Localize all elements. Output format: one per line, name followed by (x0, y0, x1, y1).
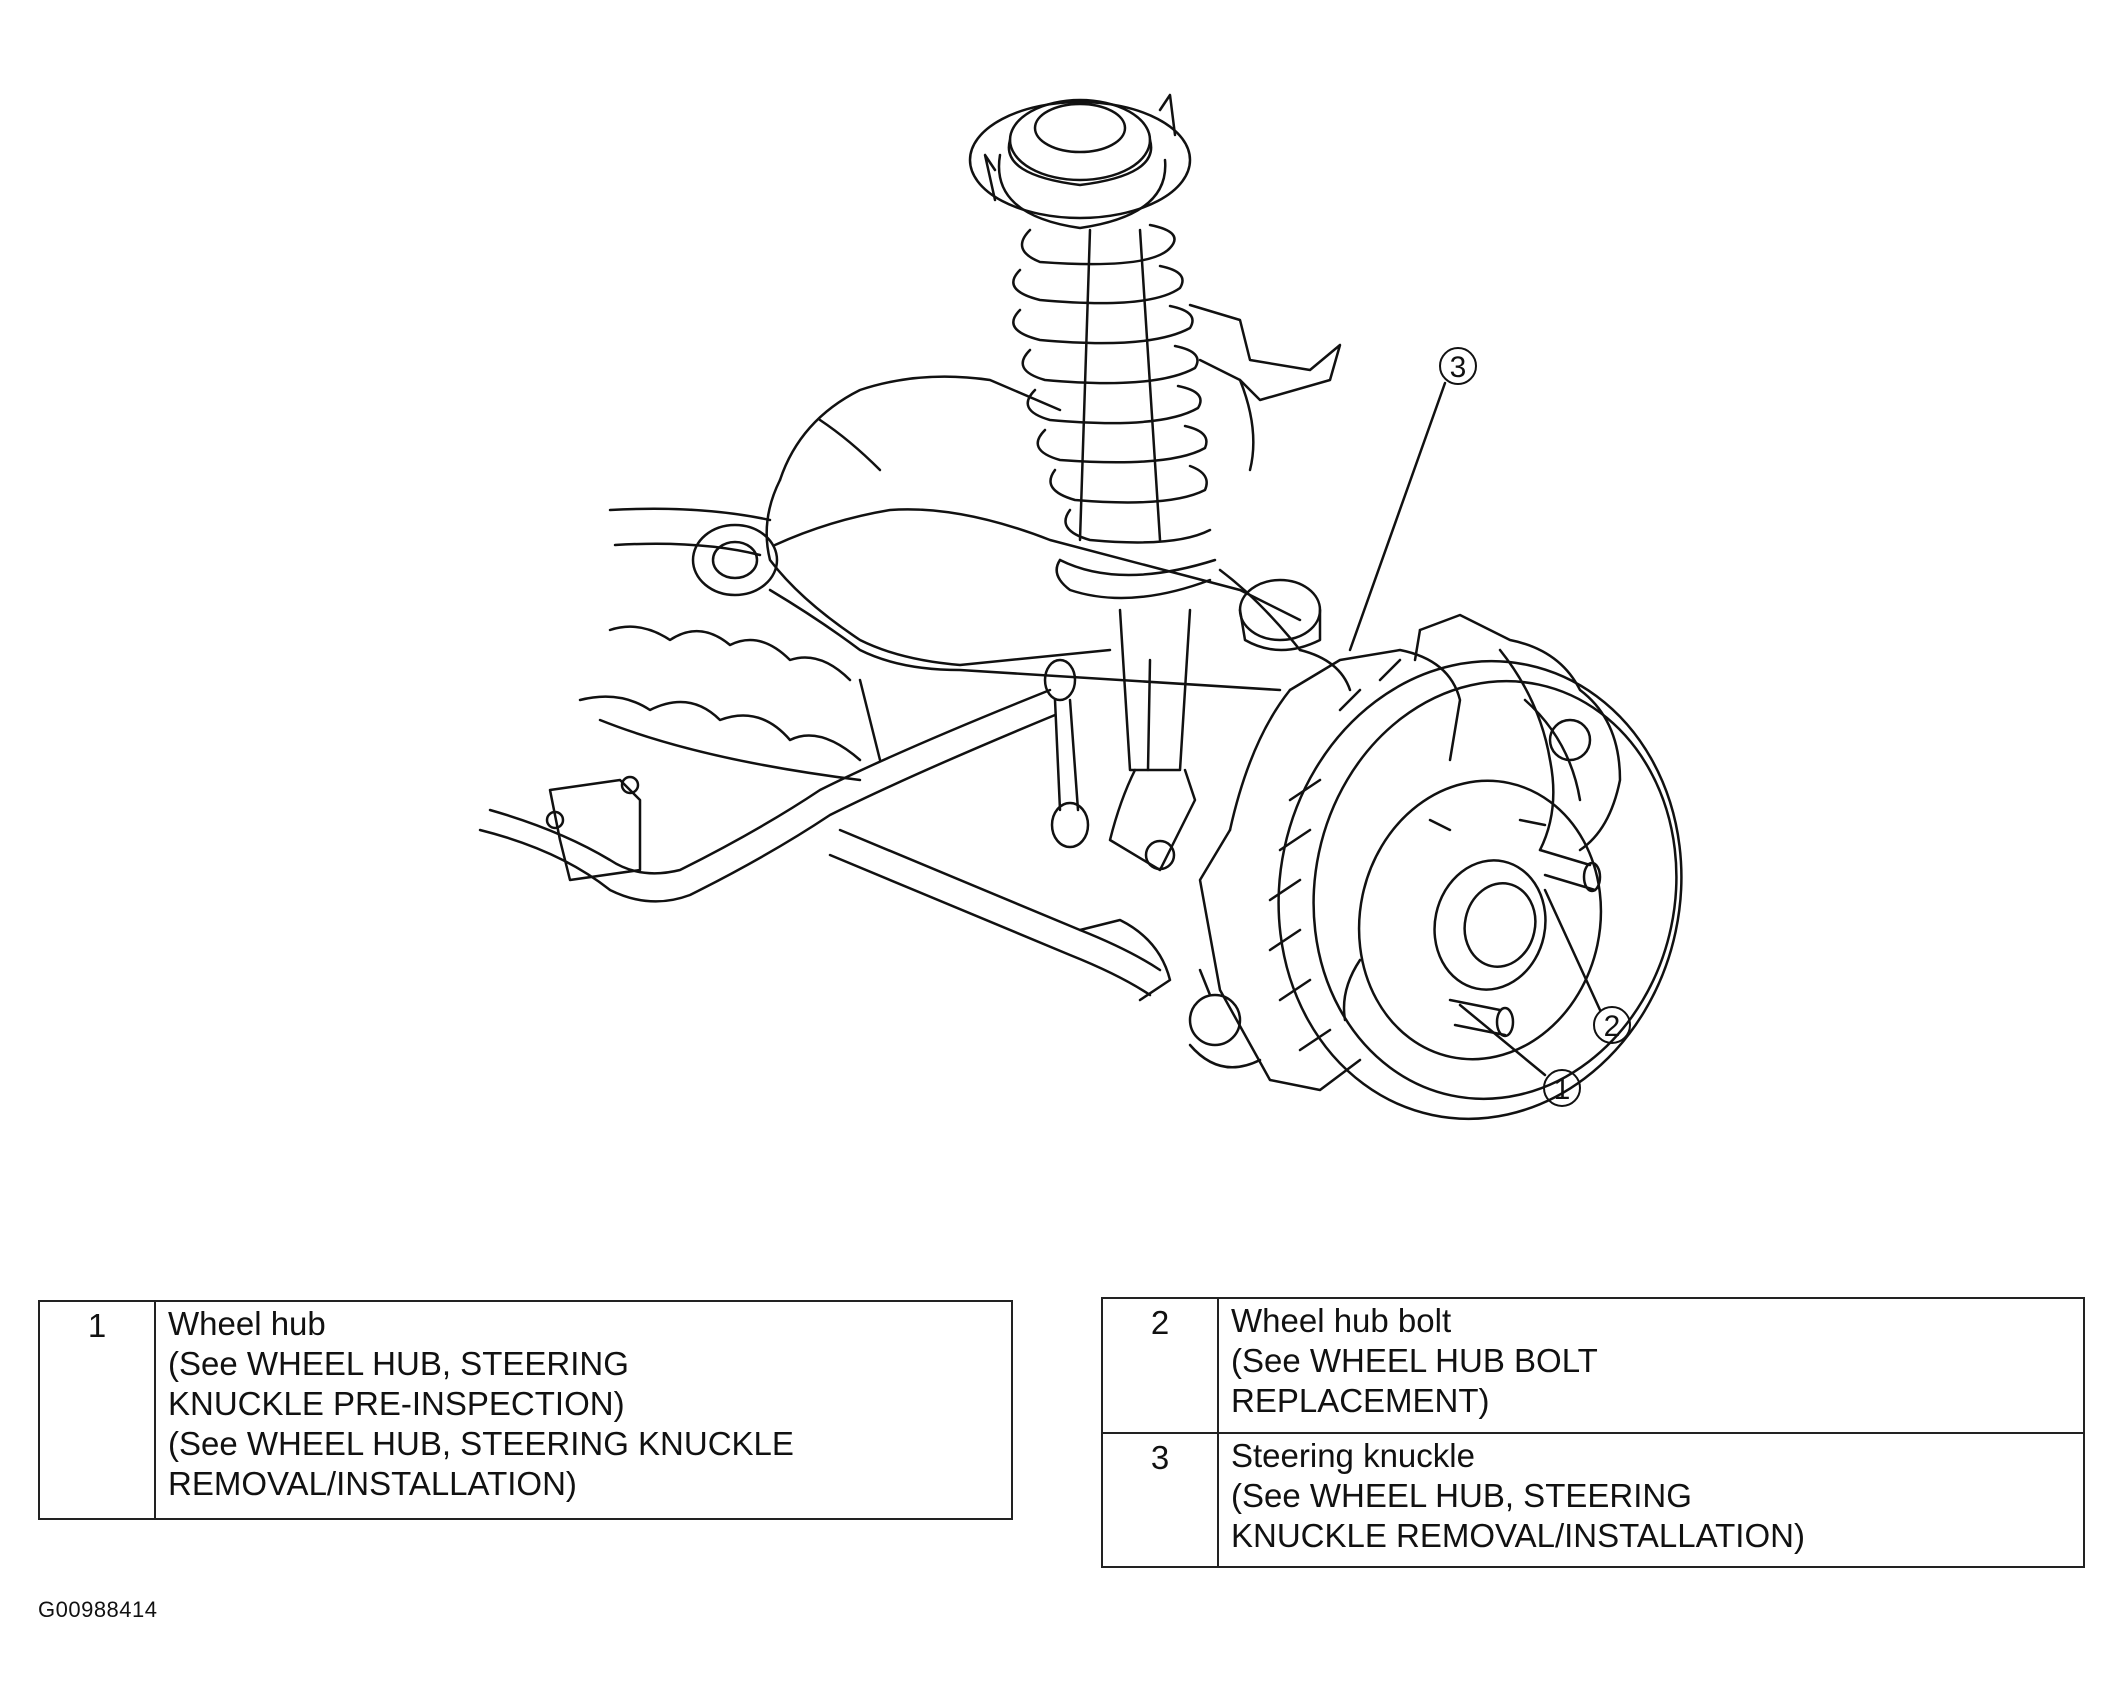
legend-line: Wheel hub bolt (1231, 1302, 1452, 1339)
figure-id: G00988414 (38, 1597, 158, 1622)
strut-body (1055, 558, 1217, 872)
legend-description: Wheel hub bolt (See WHEEL HUB BOLT REPLA… (1217, 1297, 2085, 1434)
callout-1-label: 1 (1554, 1073, 1571, 1106)
wheel-hub (1342, 779, 1603, 1061)
callout-2-label: 2 (1604, 1010, 1621, 1043)
legend-number: 1 (38, 1300, 156, 1520)
legend-row: 3 Steering knuckle (See WHEEL HUB, STEER… (1101, 1431, 2085, 1568)
coil-spring (1012, 223, 1212, 544)
legend-line: (See WHEEL HUB, STEERING KNUCKLE (168, 1425, 794, 1462)
steering-rack-boot (578, 625, 882, 782)
subframe (608, 375, 1112, 667)
legend-description: Steering knuckle (See WHEEL HUB, STEERIN… (1217, 1431, 2085, 1568)
legend-number: 2 (1101, 1297, 1219, 1434)
legend-row: 2 Wheel hub bolt (See WHEEL HUB BOLT REP… (1101, 1297, 2085, 1434)
legend-table-left: 1 Wheel hub (See WHEEL HUB, STEERING KNU… (38, 1300, 1013, 1520)
steering-knuckle (1198, 648, 1462, 1092)
legend-line: (See WHEEL HUB, STEERING (168, 1345, 629, 1382)
callout-3-label: 3 (1450, 351, 1467, 384)
lower-control-arm (691, 508, 1302, 692)
legend-description: Wheel hub (See WHEEL HUB, STEERING KNUCK… (154, 1300, 1013, 1520)
stabilizer-bar (478, 688, 1057, 903)
callout-2: 2 (1543, 888, 1631, 1044)
legend-line: REPLACEMENT) (1231, 1382, 1490, 1419)
legend-line: KNUCKLE REMOVAL/INSTALLATION) (1231, 1516, 1805, 1554)
callout-1: 1 (1458, 1003, 1581, 1107)
legend-number: 3 (1101, 1431, 1219, 1568)
legend-line: REMOVAL/INSTALLATION) (168, 1465, 577, 1502)
legend-line: (See WHEEL HUB, STEERING (1231, 1476, 1692, 1514)
brake-rotor (1268, 658, 1683, 1121)
legend-line: Steering knuckle (1231, 1436, 1475, 1474)
ball-joint (1238, 578, 1352, 692)
legend-table-right: 2 Wheel hub bolt (See WHEEL HUB BOLT REP… (1101, 1297, 2085, 1568)
brake-caliper (1413, 613, 1622, 852)
wheel-hub-bolts (1428, 818, 1602, 1038)
stabilizer-link (1043, 658, 1090, 849)
legend-line: KNUCKLE PRE-INSPECTION) (168, 1385, 625, 1422)
tie-rod (828, 828, 1262, 1069)
legend-line: Wheel hub (168, 1305, 326, 1342)
suspension-illustration: 3 2 1 (478, 93, 1683, 1121)
legend-row: 1 Wheel hub (See WHEEL HUB, STEERING KNU… (38, 1300, 1013, 1520)
strut-top-mount (968, 93, 1192, 230)
strut-bracket (1188, 303, 1342, 472)
callout-3: 3 (1348, 347, 1477, 652)
legend-line: (See WHEEL HUB BOLT (1231, 1342, 1598, 1379)
